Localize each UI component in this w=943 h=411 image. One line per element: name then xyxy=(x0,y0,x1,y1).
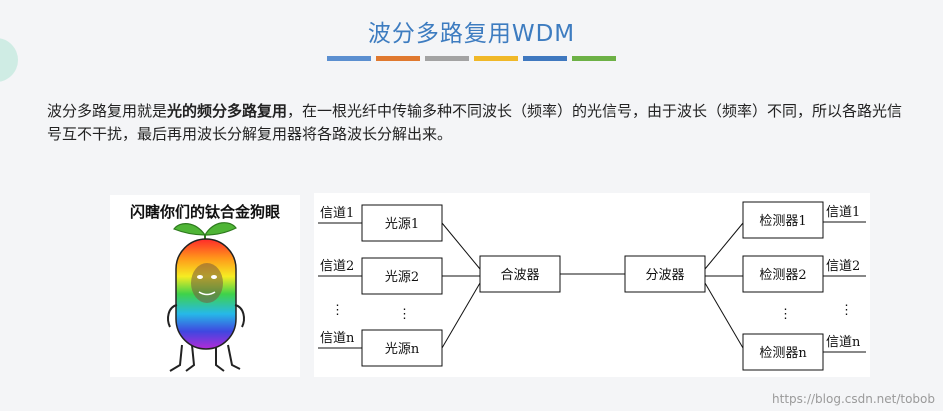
color-bar-segment xyxy=(572,56,616,61)
color-bar-segment xyxy=(523,56,567,61)
detector-box: 检测器1 xyxy=(759,214,806,229)
right-channel-label: 信道n xyxy=(826,335,861,350)
intro-paragraph: 波分多路复用就是光的频分多路复用，在一根光纤中传输多种不同波长（频率）的光信号，… xyxy=(47,100,907,146)
title-color-bar xyxy=(327,56,616,61)
light-source-box: 光源1 xyxy=(385,217,419,232)
wdm-diagram: 信道1 信道2 ⋮ 信道n 光源1 光源2 ⋮ 光源n 合波器 分波器 检测器1… xyxy=(314,193,870,377)
wdm-diagram-svg: 信道1 信道2 ⋮ 信道n 光源1 光源2 ⋮ 光源n 合波器 分波器 检测器1… xyxy=(318,201,866,371)
left-channel-label: 信道n xyxy=(320,331,355,346)
demultiplexer-box: 分波器 xyxy=(645,268,684,283)
left-channel-label: 信道2 xyxy=(320,259,354,274)
meme-caption: 闪瞎你们的钛合金狗眼 xyxy=(129,203,280,221)
left-channel-label: 信道1 xyxy=(320,206,354,221)
watermark-url: https://blog.csdn.net/tobob xyxy=(772,392,935,406)
source-ellipsis: ⋮ xyxy=(398,307,411,322)
right-ellipsis: ⋮ xyxy=(840,303,853,318)
color-bar-segment xyxy=(327,56,371,61)
detector-box: 检测器n xyxy=(759,346,807,361)
color-bar-segment xyxy=(425,56,469,61)
right-channel-label: 信道2 xyxy=(826,259,860,274)
color-bar-segment xyxy=(474,56,518,61)
color-bar-segment xyxy=(376,56,420,61)
right-channel-label: 信道1 xyxy=(826,205,860,220)
left-ellipsis: ⋮ xyxy=(331,303,344,318)
light-source-box: 光源2 xyxy=(385,270,419,285)
rainbow-bean-illustration xyxy=(167,222,245,372)
light-source-box: 光源n xyxy=(385,342,420,357)
intro-bold-text: 光的频分多路复用 xyxy=(167,102,288,120)
meme-image: 闪瞎你们的钛合金狗眼 xyxy=(110,195,300,377)
detector-ellipsis: ⋮ xyxy=(779,307,792,322)
intro-text-2: ，在一根光纤中传输多种不同波长（频率）的光信号，由于波长（频率）不同，所以各路光… xyxy=(47,102,903,143)
multiplexer-box: 合波器 xyxy=(500,268,539,283)
intro-text-1: 波分多路复用就是 xyxy=(47,102,168,120)
detector-box: 检测器2 xyxy=(759,268,806,283)
corner-decoration xyxy=(0,38,18,82)
slide-title: 波分多路复用WDM xyxy=(367,21,576,47)
